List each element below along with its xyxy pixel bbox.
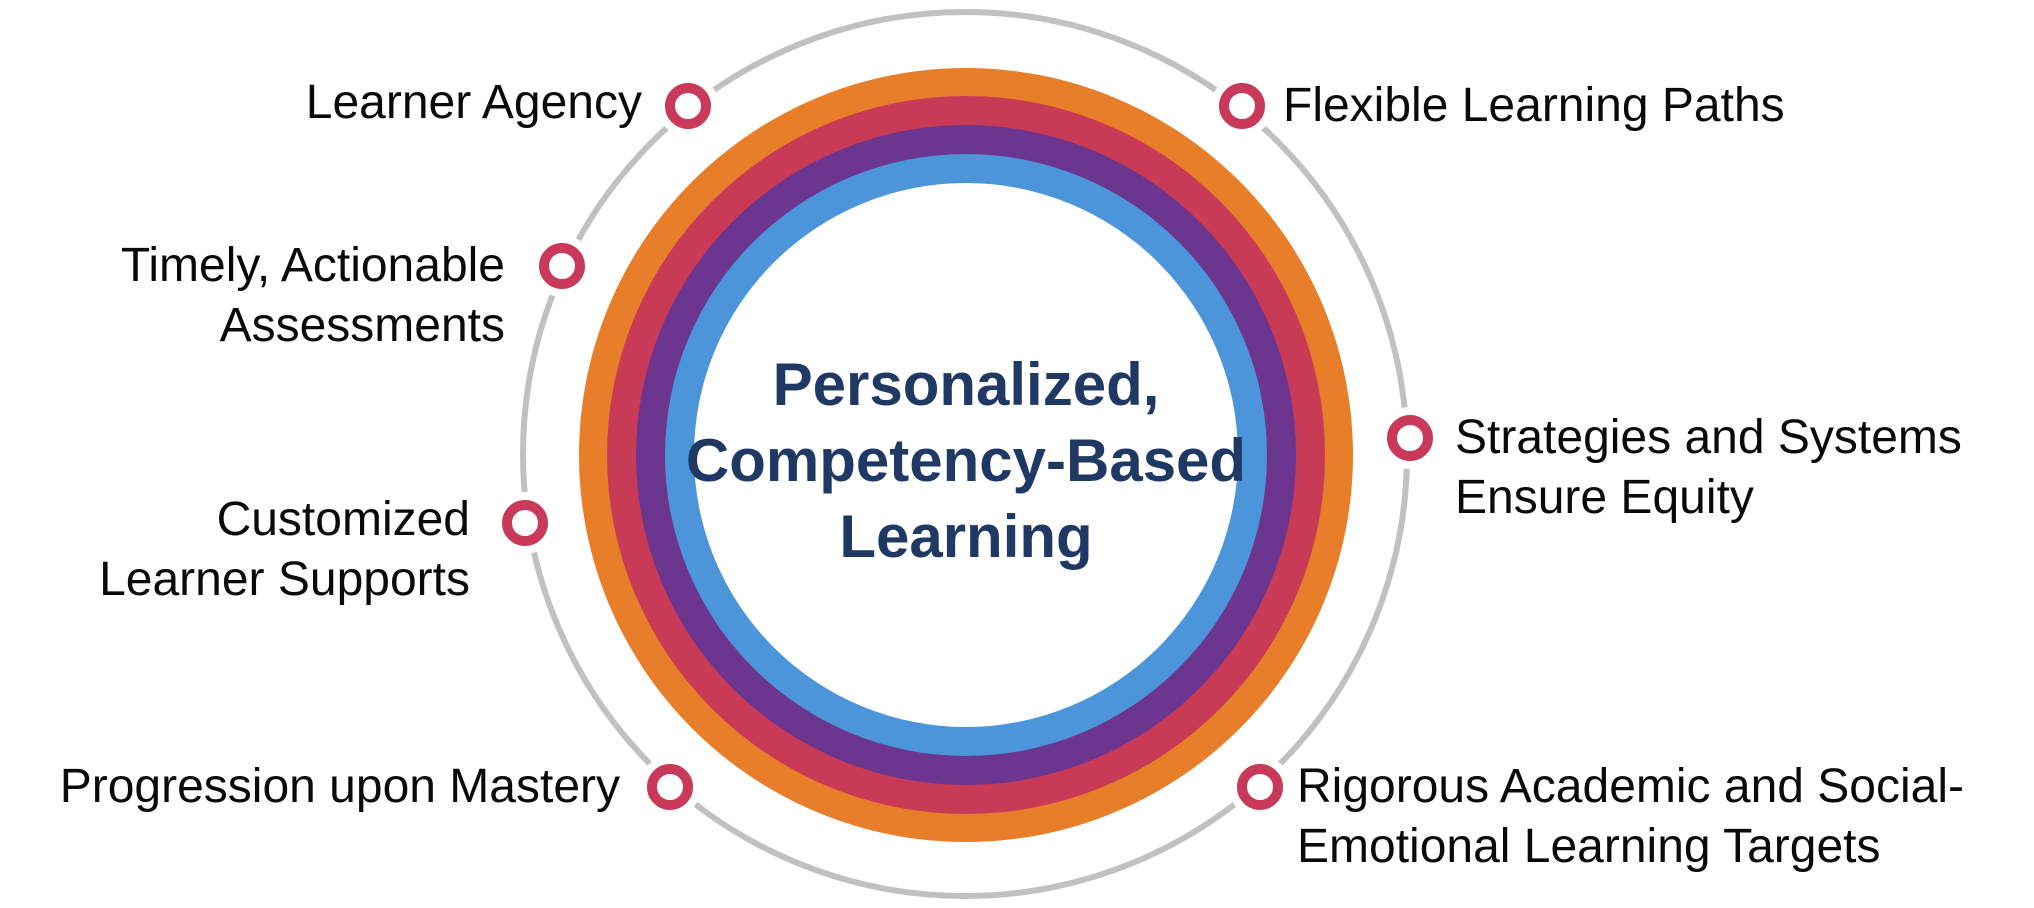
label-customized-line-2: Learner Supports [99, 553, 470, 606]
label-strategies-systems-equity: Strategies and Systems Ensure Equity [1455, 408, 1962, 528]
node-marker-progression-upon-mastery [647, 764, 693, 810]
center-title-line-3: Learning [839, 503, 1093, 570]
label-customized-learner-supports: Customized Learner Supports [99, 490, 470, 610]
label-progression-upon-mastery: Progression upon Mastery [60, 757, 620, 817]
node-marker-strategies-systems-equity [1387, 415, 1433, 461]
label-learner-agency-line-1: Learner Agency [305, 76, 642, 129]
label-progression-line-1: Progression upon Mastery [59, 760, 620, 813]
node-marker-customized-learner-supports [502, 500, 548, 546]
label-timely-actionable-assessments: Timely, Actionable Assessments [121, 236, 505, 356]
label-rigorous-line-2: Emotional Learning Targets [1297, 820, 1881, 873]
label-timely-line-1: Timely, Actionable [120, 239, 505, 292]
label-timely-line-2: Assessments [219, 299, 505, 352]
center-title-line-2: Competency-Based [685, 427, 1247, 494]
label-flexible-learning-paths-line-1: Flexible Learning Paths [1283, 79, 1785, 132]
label-learner-agency: Learner Agency [306, 73, 642, 133]
center-title: Personalized, Competency-Based Learning [566, 347, 1366, 575]
center-title-line-1: Personalized, [772, 351, 1160, 418]
node-marker-timely-actionable-assessments [539, 243, 585, 289]
node-marker-learner-agency [665, 83, 711, 129]
node-marker-rigorous-academic-sel-targets [1237, 764, 1283, 810]
label-rigorous-academic-sel-targets: Rigorous Academic and Social- Emotional … [1297, 757, 1964, 877]
label-rigorous-line-1: Rigorous Academic and Social- [1297, 760, 1965, 813]
label-strategies-line-2: Ensure Equity [1455, 471, 1754, 524]
label-strategies-line-1: Strategies and Systems [1455, 411, 1962, 464]
node-marker-flexible-learning-paths [1219, 83, 1265, 129]
center-core-circle [694, 183, 1238, 727]
label-flexible-learning-paths: Flexible Learning Paths [1283, 76, 1785, 136]
label-customized-line-1: Customized [216, 493, 470, 546]
